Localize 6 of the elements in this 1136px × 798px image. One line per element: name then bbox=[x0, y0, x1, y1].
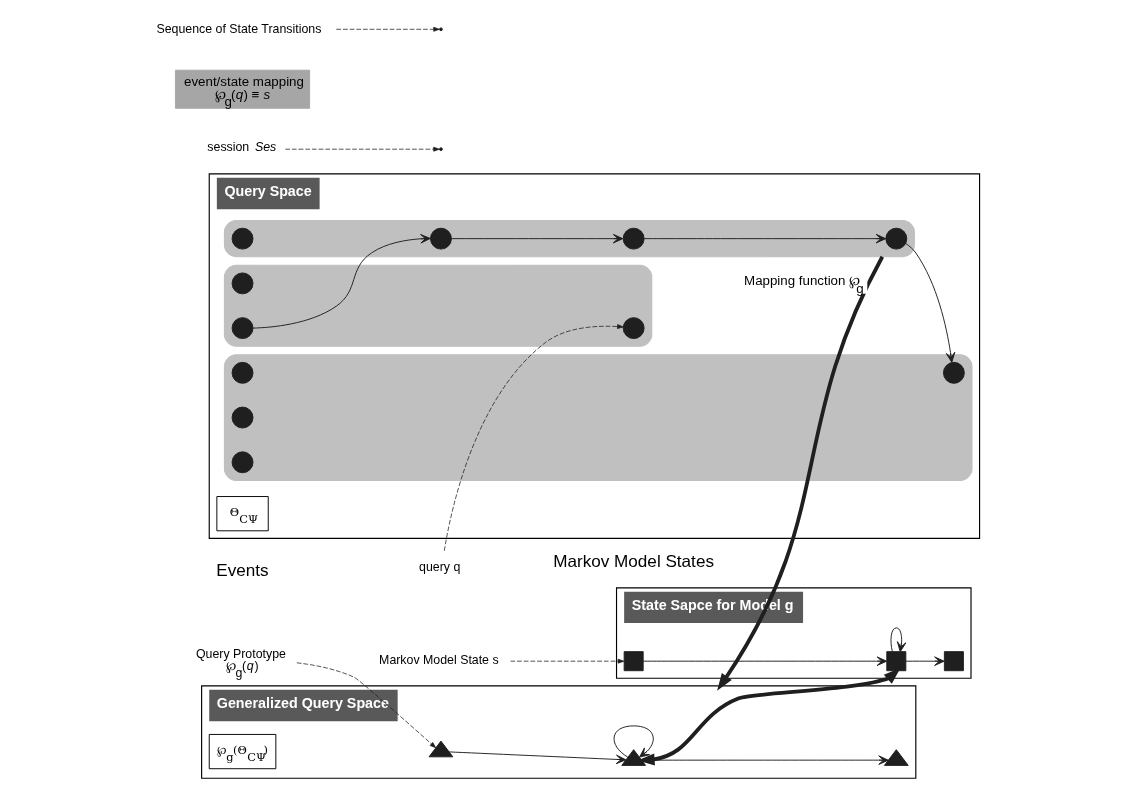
label: Markov Model States bbox=[553, 552, 714, 572]
node-text: query q bbox=[419, 560, 461, 575]
node-text: Markov Model State s bbox=[379, 653, 499, 668]
node-text: Sequence of State Transitions bbox=[156, 21, 322, 36]
node-text: session Ses bbox=[207, 140, 277, 155]
label: Events bbox=[216, 560, 269, 580]
